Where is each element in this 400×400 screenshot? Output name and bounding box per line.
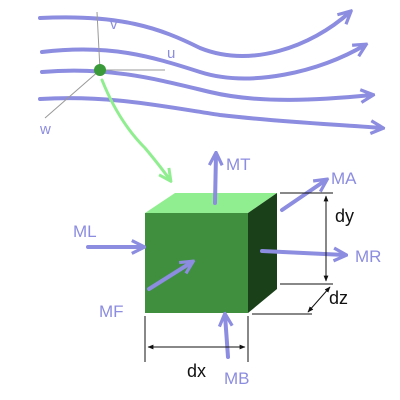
- streamline-2: [40, 45, 365, 81]
- cube-top-face: [145, 193, 277, 213]
- dimension-label-dz: dz: [329, 288, 348, 308]
- particle-path-arrow: [100, 78, 170, 180]
- moment-arrow-mf: [147, 262, 192, 291]
- dz-dimension-line: [307, 286, 331, 313]
- moment-label-mb: MB: [224, 369, 250, 388]
- axis-label-u: u: [167, 45, 175, 62]
- moment-label-mf: MF: [99, 302, 124, 321]
- streamline-4: [38, 96, 382, 128]
- streamline-1: [38, 12, 350, 58]
- dimension-label-dx: dx: [187, 361, 206, 381]
- moment-arrow-mt: [215, 154, 216, 205]
- fluid-particle: [94, 64, 106, 76]
- moment-arrow-mb: [225, 315, 228, 359]
- moment-arrow-ma: [280, 180, 326, 212]
- dimension-label-dy: dy: [335, 206, 354, 226]
- moment-label-mr: MR: [355, 247, 381, 266]
- v-axis: [96, 11, 101, 71]
- moment-arrow-mr: [260, 251, 345, 255]
- moment-label-ma: MA: [331, 169, 357, 188]
- moment-label-ml: ML: [73, 222, 97, 241]
- fluid-element-cube: [145, 193, 277, 313]
- axis-label-v: v: [110, 16, 118, 33]
- axes-icon: [44, 11, 165, 119]
- cube-front-face: [145, 213, 248, 313]
- moment-label-mt: MT: [226, 155, 251, 174]
- w-axis: [44, 69, 101, 119]
- streamlines: [38, 12, 382, 128]
- axis-label-w: w: [39, 121, 51, 138]
